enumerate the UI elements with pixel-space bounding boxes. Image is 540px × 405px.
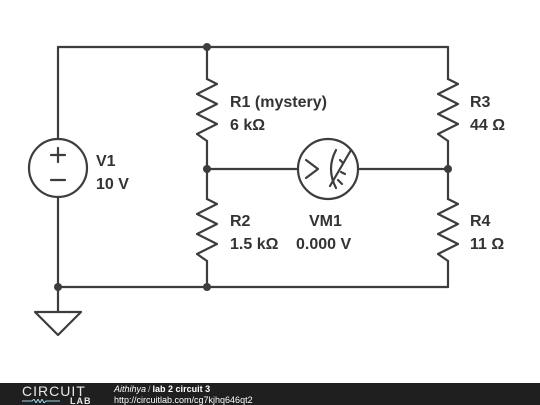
junction-node	[203, 165, 211, 173]
resistor-r1[interactable]	[195, 77, 219, 143]
v1-name-label: V1	[96, 153, 116, 170]
r1-value-label: 6 kΩ	[230, 117, 265, 134]
r3-name-label: R3	[470, 94, 491, 111]
circuit-title[interactable]: lab 2 circuit 3	[152, 384, 211, 394]
vm1-name-label: VM1	[309, 213, 342, 230]
circuit-url[interactable]: http://circuitlab.com/cg7kjhq646qt2	[114, 394, 253, 405]
junction-node	[203, 43, 211, 51]
voltage-source-v1[interactable]	[27, 137, 89, 199]
vm1-value-label: 0.000 V	[296, 236, 351, 253]
r1-name-label: R1 (mystery)	[230, 94, 327, 111]
voltmeter-vm1[interactable]	[296, 137, 360, 201]
voltmeter-circle	[296, 137, 360, 201]
r4-name-label: R4	[470, 213, 491, 230]
circuitlab-logo[interactable]: CIRCUIT LAB	[22, 384, 102, 405]
voltmeter-arrow-icon	[304, 158, 320, 180]
circuit-title-line: Aithihya/lab 2 circuit 3	[114, 384, 253, 395]
junction-node	[444, 165, 452, 173]
resistor-r3[interactable]	[436, 77, 460, 143]
circuit-meta: Aithihya/lab 2 circuit 3 http://circuitl…	[114, 384, 253, 405]
resistor-r4[interactable]	[436, 197, 460, 263]
voltmeter-ticks-icon	[336, 158, 347, 186]
junction-node	[54, 283, 62, 291]
logo-wordmark-top: CIRCUIT	[22, 383, 86, 399]
voltage-source-circle	[27, 137, 89, 199]
circuit-schematic: V1 10 V R1 (mystery) 6 kΩ R2 1.5 kΩ R3 4…	[27, 43, 505, 337]
ground-icon	[33, 310, 83, 337]
r2-name-label: R2	[230, 213, 251, 230]
logo-resistor-icon	[22, 399, 60, 403]
junctions	[54, 43, 452, 291]
r3-value-label: 44 Ω	[470, 117, 505, 134]
resistor-r2[interactable]	[195, 197, 219, 263]
author-name[interactable]: Aithihya	[114, 384, 147, 394]
r4-value-label: 11 Ω	[470, 236, 504, 253]
junction-node	[203, 283, 211, 291]
logo-wordmark-bottom: LAB	[70, 396, 92, 405]
v1-value-label: 10 V	[96, 176, 129, 193]
voltmeter-scale-icon	[329, 148, 338, 190]
footer-bar: CIRCUIT LAB Aithihya/lab 2 circuit 3 htt…	[0, 383, 540, 405]
plus-sign-icon	[49, 146, 67, 164]
voltmeter-needle-icon	[328, 148, 353, 188]
breadcrumb-separator: /	[148, 384, 151, 394]
r2-value-label: 1.5 kΩ	[230, 236, 279, 253]
